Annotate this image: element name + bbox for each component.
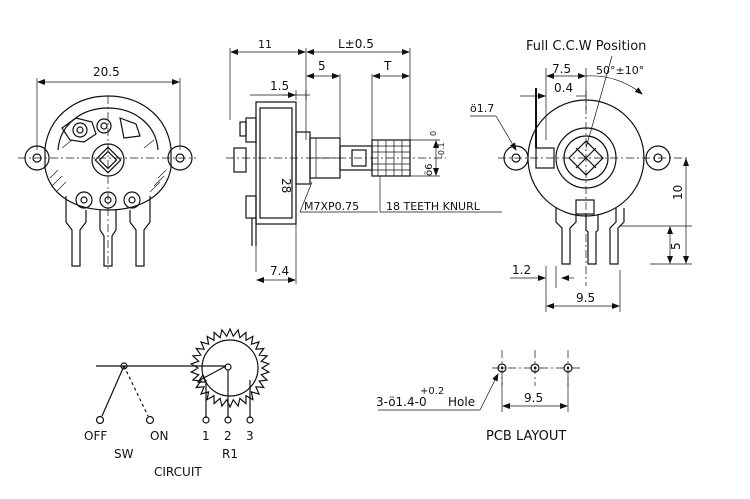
dim-side-offset: 11 [258,38,272,51]
ccw-label: Full C.C.W Position [526,39,646,54]
dim-flat: 0.4 [554,81,573,95]
pcb-spacing: 9.5 [524,391,543,405]
dim-knurl: 18 TEETH KNURL [386,200,481,213]
front-view: 20.5 [18,65,196,270]
dim-shaft-tol-upper: 0 [429,131,438,136]
label-on: ON [150,429,168,443]
label-off: OFF [84,429,107,443]
dim-shaft-dia: ö6 [424,164,435,176]
pcb-hole-label: 3-ö1.4-0 [376,395,427,409]
dim-body-depth: 28 [279,178,293,193]
dim-step: 5 [318,59,326,73]
pin-1: 1 [202,429,210,443]
label-r1: R1 [222,447,238,461]
circuit: OFF ON SW 1 2 3 R1 CIRCUIT [84,327,271,479]
rear-view: Full C.C.W Position 7.5 0.4 50°±10° ö1.7 [470,39,692,312]
dim-pin-spacing: 9.5 [576,291,595,305]
dim-tab: 7.5 [552,62,571,76]
dim-pin-width: 1.2 [512,263,531,277]
dim-flange: 1.5 [270,79,289,93]
pcb-layout: 9.5 +0.2 3-ö1.4-0 Hole PCB LAYOUT [376,350,582,444]
dim-front-width: 20.5 [93,65,120,79]
dim-angle: 50°±10° [596,64,644,77]
dim-shaft-tol: -0.1 [437,142,446,158]
dim-pin-offset: 7.4 [270,264,289,278]
dim-height-5: 5 [669,242,683,250]
pin-3: 3 [246,429,254,443]
pcb-title: PCB LAYOUT [486,429,566,444]
circuit-title: CIRCUIT [154,465,202,479]
dim-knurl-length: T [383,59,392,73]
side-view: 11 L±0.5 5 T 1.5 [226,37,502,284]
label-sw: SW [114,447,134,461]
pcb-hole-word: Hole [448,395,475,409]
pin-2: 2 [224,429,232,443]
pcb-hole-tol-upper: +0.2 [420,386,444,397]
dim-hole-dia: ö1.7 [470,102,494,115]
dim-height-10: 10 [671,185,685,200]
dim-shaft-length: L±0.5 [338,37,374,51]
dim-thread: M7XP0.75 [304,200,359,213]
